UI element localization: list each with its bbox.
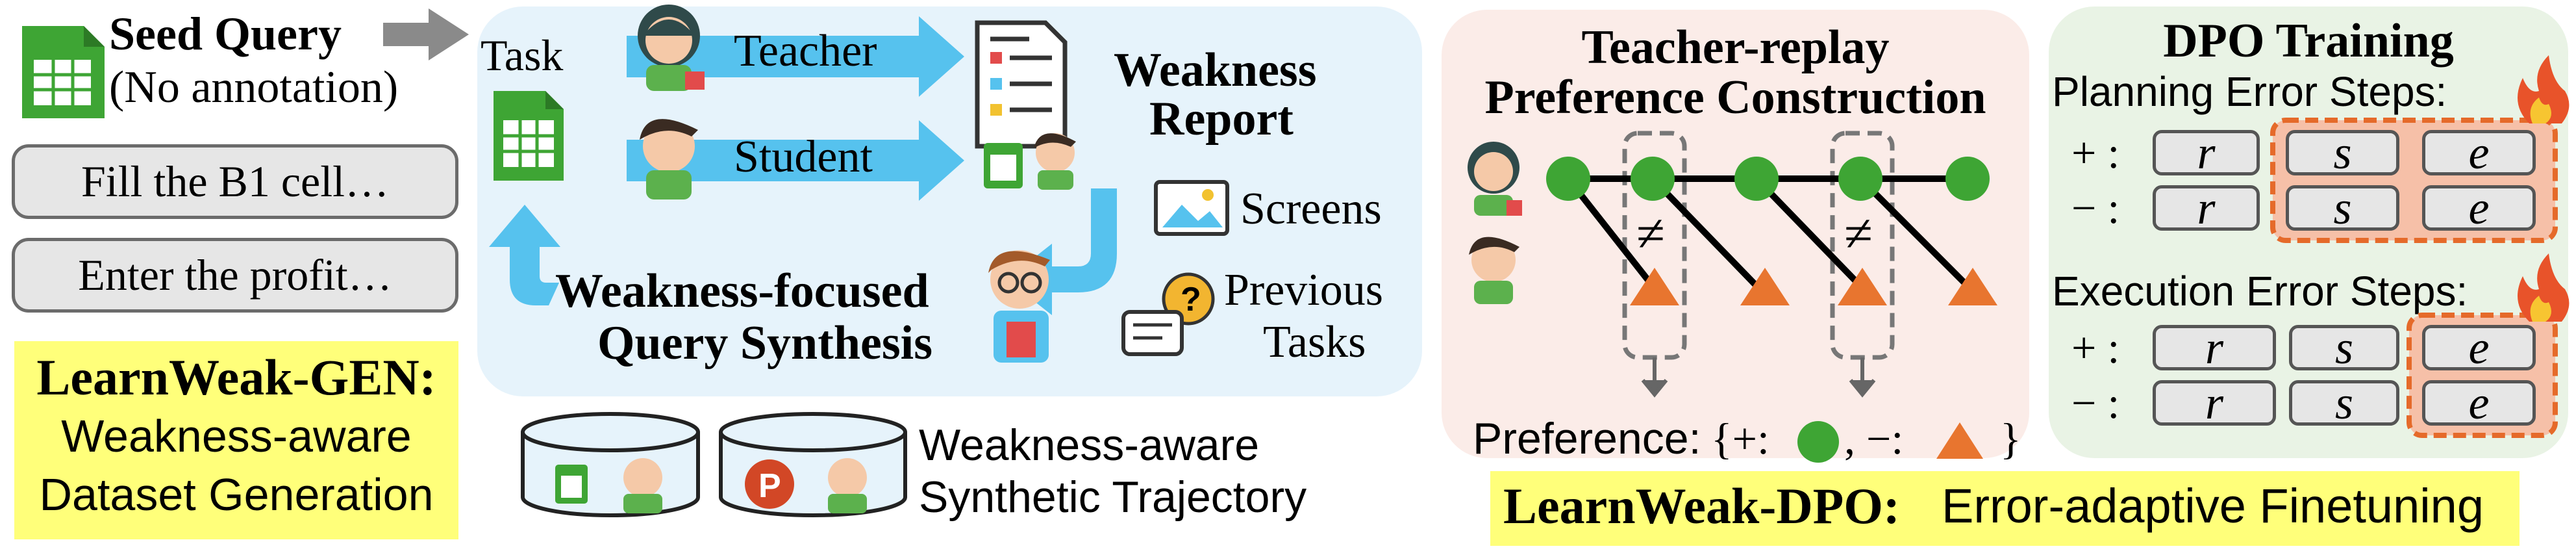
planning-minus-e: e [2422, 182, 2536, 234]
teacher-avatar-icon [638, 5, 705, 91]
planning-plus-e: e [2422, 127, 2536, 179]
teacher-step-node [1945, 157, 1990, 201]
neq-symbol-1: ≠ [1636, 205, 1665, 263]
gen-line-2: Dataset Generation [39, 469, 434, 520]
student-branch-2 [1650, 176, 1759, 289]
execution-plus-s: s [2289, 322, 2399, 374]
synthesis-avatar-icon [988, 250, 1050, 363]
screens-icon [1154, 180, 1229, 236]
dpo-banner-subtitle: Error-adaptive Finetuning [1942, 479, 2484, 533]
replay-title-2: Preference Construction [1484, 71, 1986, 124]
neq-symbol-2: ≠ [1844, 205, 1873, 263]
student-branch-1 [1566, 176, 1655, 289]
synthesis-to-task-arrow [489, 205, 560, 305]
preference-close: } [2000, 414, 2021, 463]
execution-flame-icon [2518, 253, 2570, 322]
teacher-arrow [627, 16, 964, 97]
planning-plus-r: r [2153, 127, 2260, 179]
planning-plus-s: s [2286, 127, 2399, 179]
gen-title: LearnWeak-GEN: [36, 349, 436, 405]
trajectory-label-1: Weakness-aware [919, 420, 1260, 470]
report-student-icon [1034, 133, 1076, 190]
spreadsheet-icon [22, 26, 105, 118]
synthesis-title-2: Query Synthesis [597, 316, 933, 370]
gen-line-1: Weakness-aware [61, 411, 412, 461]
student-step-triangle [1948, 268, 1997, 305]
execution-plus-r: r [2153, 322, 2276, 374]
seed-query-1: Fill the B1 cell… [12, 144, 458, 219]
preference-mid: , −: [1844, 414, 1904, 463]
previous-label-2: Tasks [1263, 317, 1366, 367]
previous-label-1: Previous [1224, 265, 1383, 315]
execution-minus-sign: − : [2071, 378, 2120, 428]
replay-teacher-avatar-icon [1468, 142, 1522, 216]
seed-to-task-arrow [383, 8, 469, 60]
preference-negative-triangle [1936, 422, 1983, 459]
trajectory-label-2: Synthetic Trajectory [919, 472, 1307, 522]
execution-minus-e: e [2422, 377, 2536, 429]
preference-positive-node [1797, 421, 1839, 463]
replay-title-1: Teacher-replay [1581, 21, 1890, 74]
teacher-step-node [1734, 157, 1779, 201]
planning-minus-r: r [2153, 182, 2260, 234]
replay-student-avatar-icon [1469, 237, 1519, 304]
execution-minus-s: s [2289, 377, 2399, 429]
execution-plus-e: e [2422, 322, 2536, 374]
planning-minus-s: s [2286, 182, 2399, 234]
student-avatar-icon [640, 119, 698, 199]
student-step-triangle [1740, 268, 1790, 305]
execution-error-label: Execution Error Steps: [2052, 268, 2468, 315]
gen-highlight [14, 341, 458, 539]
planning-error-label: Planning Error Steps: [2052, 68, 2447, 115]
dpo-banner-highlight [1490, 471, 2520, 546]
seed-query-subtitle: (No annotation) [109, 62, 399, 112]
svg-text:P: P [758, 467, 781, 505]
svg-text:?: ? [1181, 281, 1201, 318]
student-branch-4 [1858, 176, 1970, 289]
planning-plus-sign: + : [2071, 128, 2120, 177]
planning-flame-icon [2518, 55, 2570, 123]
replay-panel [1442, 10, 2029, 458]
seed-query-2: Enter the profit… [12, 238, 458, 313]
screens-label: Screens [1240, 184, 1382, 234]
planning-minus-sign: − : [2071, 183, 2120, 233]
report-title-1: Weakness [1114, 44, 1317, 97]
student-step-triangle [1838, 268, 1887, 305]
report-document-icon [975, 20, 1068, 149]
synthesis-title-1: Weakness-focused [555, 264, 929, 318]
teacher-step-node [1546, 157, 1590, 201]
student-label: Student [734, 132, 873, 182]
teacher-label: Teacher [734, 26, 877, 76]
database-spreadsheet-icon [521, 412, 700, 517]
divergence-arrow-1 [1641, 357, 1668, 398]
dpo-banner-title: LearnWeak-DPO: [1503, 478, 1900, 534]
student-branch-3 [1754, 176, 1863, 289]
database-presentation-icon: P [719, 412, 907, 517]
report-title-2: Report [1149, 92, 1294, 146]
teacher-step-node [1838, 157, 1882, 201]
teacher-step-node [1631, 157, 1675, 201]
preference-open: {+: [1711, 414, 1769, 463]
report-spreadsheet-icon [984, 143, 1023, 188]
execution-minus-r: r [2153, 377, 2276, 429]
student-arrow [627, 120, 964, 201]
divergence-arrow-2 [1849, 357, 1876, 398]
previous-tasks-icon: ? [1121, 272, 1215, 356]
task-label: Task [481, 31, 564, 80]
execution-plus-sign: + : [2071, 323, 2120, 372]
student-step-triangle [1630, 268, 1679, 305]
dpo-title: DPO Training [2163, 14, 2454, 68]
task-spreadsheet-icon [494, 91, 564, 181]
preference-label: Preference: [1473, 414, 1701, 463]
seed-query-title: Seed Query [109, 8, 342, 60]
